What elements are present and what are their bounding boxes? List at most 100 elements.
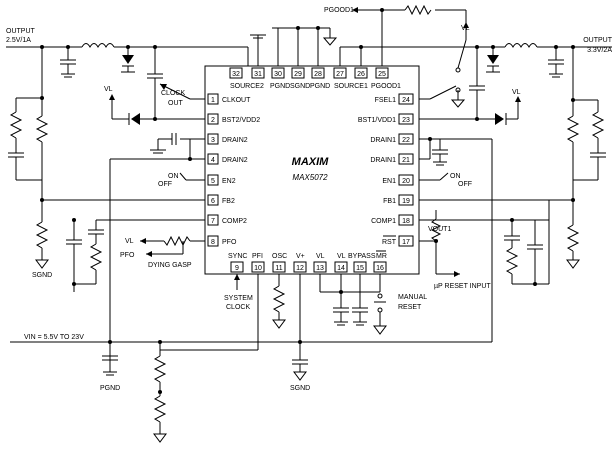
svg-text:CLKOUT: CLKOUT — [222, 97, 251, 104]
svg-text:15: 15 — [356, 265, 364, 272]
svg-text:9: 9 — [235, 265, 239, 272]
vl-label-top: VL — [461, 25, 470, 32]
svg-text:DRAIN2: DRAIN2 — [222, 157, 248, 164]
svg-text:PGND: PGND — [310, 83, 330, 90]
svg-text:SYNC: SYNC — [228, 253, 247, 260]
svg-text:PGOOD1: PGOOD1 — [371, 83, 401, 90]
svg-text:DRAIN1: DRAIN1 — [370, 137, 396, 144]
output2-label-2: 2.5V/1A — [6, 37, 31, 44]
svg-text:FB1: FB1 — [383, 198, 396, 205]
svg-text:29: 29 — [294, 71, 302, 78]
left-wiring — [8, 47, 205, 360]
pin-7: 7 COMP2 — [207, 214, 247, 226]
pin-18: 18 COMP1 — [371, 214, 414, 226]
pin-31: 31 — [251, 67, 265, 79]
svg-text:FSEL1: FSEL1 — [375, 97, 397, 104]
bst1-diode — [495, 113, 504, 125]
svg-text:16: 16 — [376, 265, 384, 272]
pin-1: 1 CLKOUT — [207, 93, 251, 105]
feedback-resistor-2 — [35, 115, 49, 143]
schottky-diode-1 — [487, 55, 499, 64]
svg-text:SOURCE2: SOURCE2 — [230, 83, 264, 90]
output2-label-1: OUTPUT — [6, 28, 36, 35]
feedback-resistor-1 — [566, 115, 580, 143]
bst2-diode — [131, 113, 140, 125]
ground-symbol-top — [322, 37, 338, 46]
svg-text:18: 18 — [402, 218, 410, 225]
svg-text:14: 14 — [337, 265, 345, 272]
svg-text:11: 11 — [275, 265, 282, 272]
svg-text:8: 8 — [211, 239, 215, 246]
vl-label-left: VL — [104, 86, 113, 93]
svg-text:7: 7 — [211, 218, 215, 225]
svg-text:5: 5 — [211, 178, 215, 185]
pgood1-label: PGOOD1 — [324, 7, 354, 14]
vout1-label: VOUT1 — [428, 226, 451, 233]
pfi-divider-bottom — [153, 395, 167, 423]
svg-text:4: 4 — [211, 157, 215, 164]
svg-text:DRAIN2: DRAIN2 — [222, 137, 248, 144]
svg-text:BST1/VDD1: BST1/VDD1 — [358, 117, 396, 124]
comp1-resistor — [505, 247, 519, 275]
svg-text:23: 23 — [402, 117, 410, 124]
svg-text:EN2: EN2 — [222, 178, 236, 185]
svg-text:6: 6 — [211, 198, 215, 205]
sgnd-label-bottom: SGND — [290, 385, 310, 392]
pin-24: 24 FSEL1 — [375, 93, 414, 105]
svg-text:OSC: OSC — [272, 253, 287, 260]
svg-text:2: 2 — [211, 117, 215, 124]
system-clock-label-2: CLOCK — [226, 304, 250, 311]
pin-9: 9 SYNC — [228, 253, 247, 273]
svg-text:31: 31 — [254, 71, 262, 78]
clock-out-label-2: OUT — [168, 100, 184, 107]
manual-reset-label-1: MANUAL — [398, 294, 427, 301]
svg-text:COMP2: COMP2 — [222, 218, 247, 225]
svg-text:21: 21 — [402, 157, 410, 164]
svg-text:SOURCE1: SOURCE1 — [334, 83, 368, 90]
svg-text:V+: V+ — [296, 253, 305, 260]
svg-text:26: 26 — [357, 71, 365, 78]
pullup-resistor-pgood — [404, 4, 432, 16]
inductor-output2 — [81, 43, 115, 49]
svg-text:24: 24 — [402, 97, 410, 104]
pin-6: 6 FB2 — [207, 194, 235, 206]
pfo-pullup-resistor — [163, 235, 191, 247]
svg-text:1: 1 — [211, 97, 215, 104]
pin-8: 8 PFO — [207, 235, 237, 247]
pin-21: 21 DRAIN1 — [370, 153, 414, 165]
svg-text:20: 20 — [402, 178, 410, 185]
svg-text:27: 27 — [336, 71, 344, 78]
ic-logo: MAXIM — [292, 156, 330, 168]
clock-out-label-1: CLOCK — [161, 90, 185, 97]
svg-text:10: 10 — [254, 265, 262, 272]
pfo-label: PFO — [120, 252, 135, 259]
svg-text:30: 30 — [274, 71, 282, 78]
svg-text:VL: VL — [337, 253, 346, 260]
pin-26: 26 — [354, 67, 368, 79]
top-wiring — [6, 4, 612, 118]
svg-text:DRAIN1: DRAIN1 — [370, 157, 396, 164]
pin-23: 23 BST1/VDD1 — [358, 113, 414, 125]
ic-part-number: MAX5072 — [292, 173, 328, 182]
pin-5: 5 EN2 — [207, 174, 236, 186]
en2-off-label: OFF — [158, 181, 172, 188]
dying-gasp-label: DYING GASP — [148, 262, 192, 269]
svg-text:COMP1: COMP1 — [371, 218, 396, 225]
svg-text:3: 3 — [211, 137, 215, 144]
pfi-divider-top — [153, 355, 167, 383]
svg-text:32: 32 — [232, 71, 240, 78]
svg-text:FB2: FB2 — [222, 198, 235, 205]
svg-text:PFO: PFO — [222, 239, 237, 246]
